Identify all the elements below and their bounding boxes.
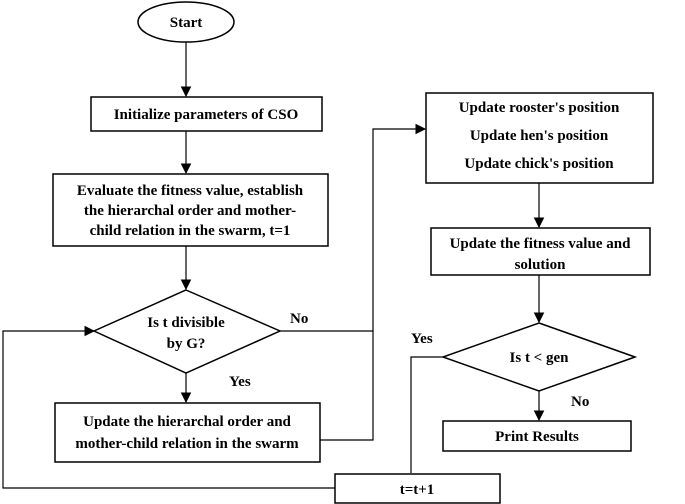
evaluate-label: Evaluate the fitness value, establish the… bbox=[77, 183, 304, 239]
text-line: solution bbox=[515, 257, 567, 273]
update-fit-label: Update the fitness value and solution bbox=[450, 236, 632, 273]
edge-update-hier-to-main bbox=[320, 331, 374, 441]
decision-gen-label: Is t < gen bbox=[510, 350, 570, 366]
text-line: Is t < gen bbox=[510, 350, 570, 366]
decision-g-label: Is t divisible by G? bbox=[147, 315, 225, 352]
decision-t-less-than-gen: Is t < gen bbox=[440, 322, 638, 392]
text-line: Update the fitness value and bbox=[450, 236, 632, 252]
edge-label-yes-gen: Yes bbox=[411, 331, 433, 347]
text-line: Update rooster's position bbox=[459, 100, 620, 116]
edges bbox=[2, 42, 545, 489]
text-line: Start bbox=[170, 15, 203, 31]
edge-decision-g-no-to-update-pos bbox=[280, 123, 427, 332]
start-label: Start bbox=[170, 15, 203, 31]
edge-label-no-gen: No bbox=[571, 394, 589, 410]
edge-increment-loop-back bbox=[2, 325, 335, 489]
text-line: the hierarchal order and mother- bbox=[84, 203, 296, 219]
init-process: Initialize parameters of CSO bbox=[90, 96, 323, 132]
text-line: Update chick's position bbox=[464, 156, 614, 172]
text-line: Print Results bbox=[495, 429, 579, 445]
text-line: Update hen's position bbox=[470, 128, 609, 144]
start-terminal: Start bbox=[137, 1, 235, 43]
increment-process: t=t+1 bbox=[334, 473, 501, 504]
evaluate-process: Evaluate the fitness value, establish the… bbox=[52, 173, 329, 247]
text-line: Is t divisible bbox=[147, 315, 225, 331]
update-fitness-process: Update the fitness value and solution bbox=[430, 227, 651, 276]
decision-divisible-by-g: Is t divisible by G? bbox=[92, 289, 282, 374]
edge-label-no-g: No bbox=[290, 311, 308, 327]
text-line: Update the hierarchal order and bbox=[83, 414, 291, 430]
increment-label: t=t+1 bbox=[400, 482, 435, 498]
edge-label-yes-g: Yes bbox=[229, 374, 251, 390]
text-line: Initialize parameters of CSO bbox=[114, 107, 299, 123]
init-label: Initialize parameters of CSO bbox=[114, 107, 299, 123]
update-hierarchy-process: Update the hierarchal order and mother-ch… bbox=[54, 402, 321, 463]
update-hier-label: Update the hierarchal order and mother-ch… bbox=[75, 414, 299, 452]
text-line: t=t+1 bbox=[400, 482, 435, 498]
print-label: Print Results bbox=[495, 429, 579, 445]
text-line: by G? bbox=[167, 336, 206, 352]
text-line: mother-child relation in the swarm bbox=[75, 436, 299, 452]
print-results-process: Print Results bbox=[442, 420, 632, 452]
text-line: child relation in the swarm, t=1 bbox=[90, 223, 291, 239]
text-line: Evaluate the fitness value, establish bbox=[77, 183, 304, 199]
edge-decision-gen-yes-to-increment bbox=[410, 356, 443, 473]
